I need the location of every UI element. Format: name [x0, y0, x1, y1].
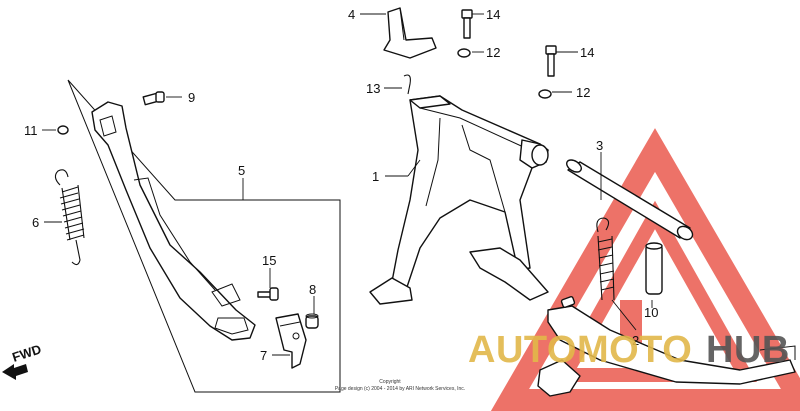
bolt-part-14-lower [545, 45, 557, 77]
callout-4: 4 [348, 7, 355, 22]
main-stand [369, 95, 549, 305]
bracket-part-7 [275, 313, 307, 369]
side-stand-group-outline [67, 79, 341, 393]
callout-8: 8 [309, 282, 316, 297]
bracket-part-4 [383, 7, 437, 59]
watermark-text: AUTOMOTO HUB [468, 329, 790, 371]
main-stand-pedal [537, 305, 796, 397]
copyright-line-2: Page design (c) 2004 - 2014 by ARI Netwo… [335, 386, 465, 392]
cotter-pin [560, 296, 576, 308]
spring-part-6 [54, 169, 85, 266]
callout-3: 3 [596, 138, 603, 153]
callouts: 1 2 3 4 5 6 7 8 9 10 11 12 12 13 14 14 1… [24, 7, 658, 363]
copyright-line-1: Copyright [379, 379, 401, 385]
callout-12-upper: 12 [486, 45, 500, 60]
callout-7: 7 [260, 348, 267, 363]
callout-2: 2 [632, 333, 639, 348]
nut-part-11 [57, 125, 69, 135]
pivot-shaft-part-3 [566, 159, 694, 241]
callout-11: 11 [24, 123, 38, 138]
callout-5: 5 [238, 163, 245, 178]
pin-part-13 [403, 74, 411, 95]
fwd-arrow: FWD [2, 341, 43, 380]
nut-part-12-upper [457, 48, 471, 58]
side-stand [91, 101, 256, 341]
callout-1: 1 [372, 169, 379, 184]
watermark-text-hub: HUB [706, 329, 790, 371]
bolt-part-14-upper [461, 9, 473, 39]
callout-14-upper: 14 [486, 7, 500, 22]
bolt-part-15 [257, 287, 279, 301]
fwd-label: FWD [10, 341, 43, 364]
collar-part-8 [305, 313, 319, 329]
nut-part-12-lower [538, 89, 552, 99]
spring-part-2 [596, 217, 615, 301]
bolt-part-9 [142, 91, 165, 106]
callout-12-lower: 12 [576, 85, 590, 100]
callout-13: 13 [366, 81, 380, 96]
collar-part-10 [645, 242, 663, 295]
callout-14-lower: 14 [580, 45, 594, 60]
callout-10: 10 [644, 305, 658, 320]
callout-9: 9 [188, 90, 195, 105]
leader-lines [42, 13, 653, 356]
callout-15: 15 [262, 253, 276, 268]
callout-6: 6 [32, 215, 39, 230]
watermark-text-automoto: AUTOMOTO [468, 329, 692, 371]
